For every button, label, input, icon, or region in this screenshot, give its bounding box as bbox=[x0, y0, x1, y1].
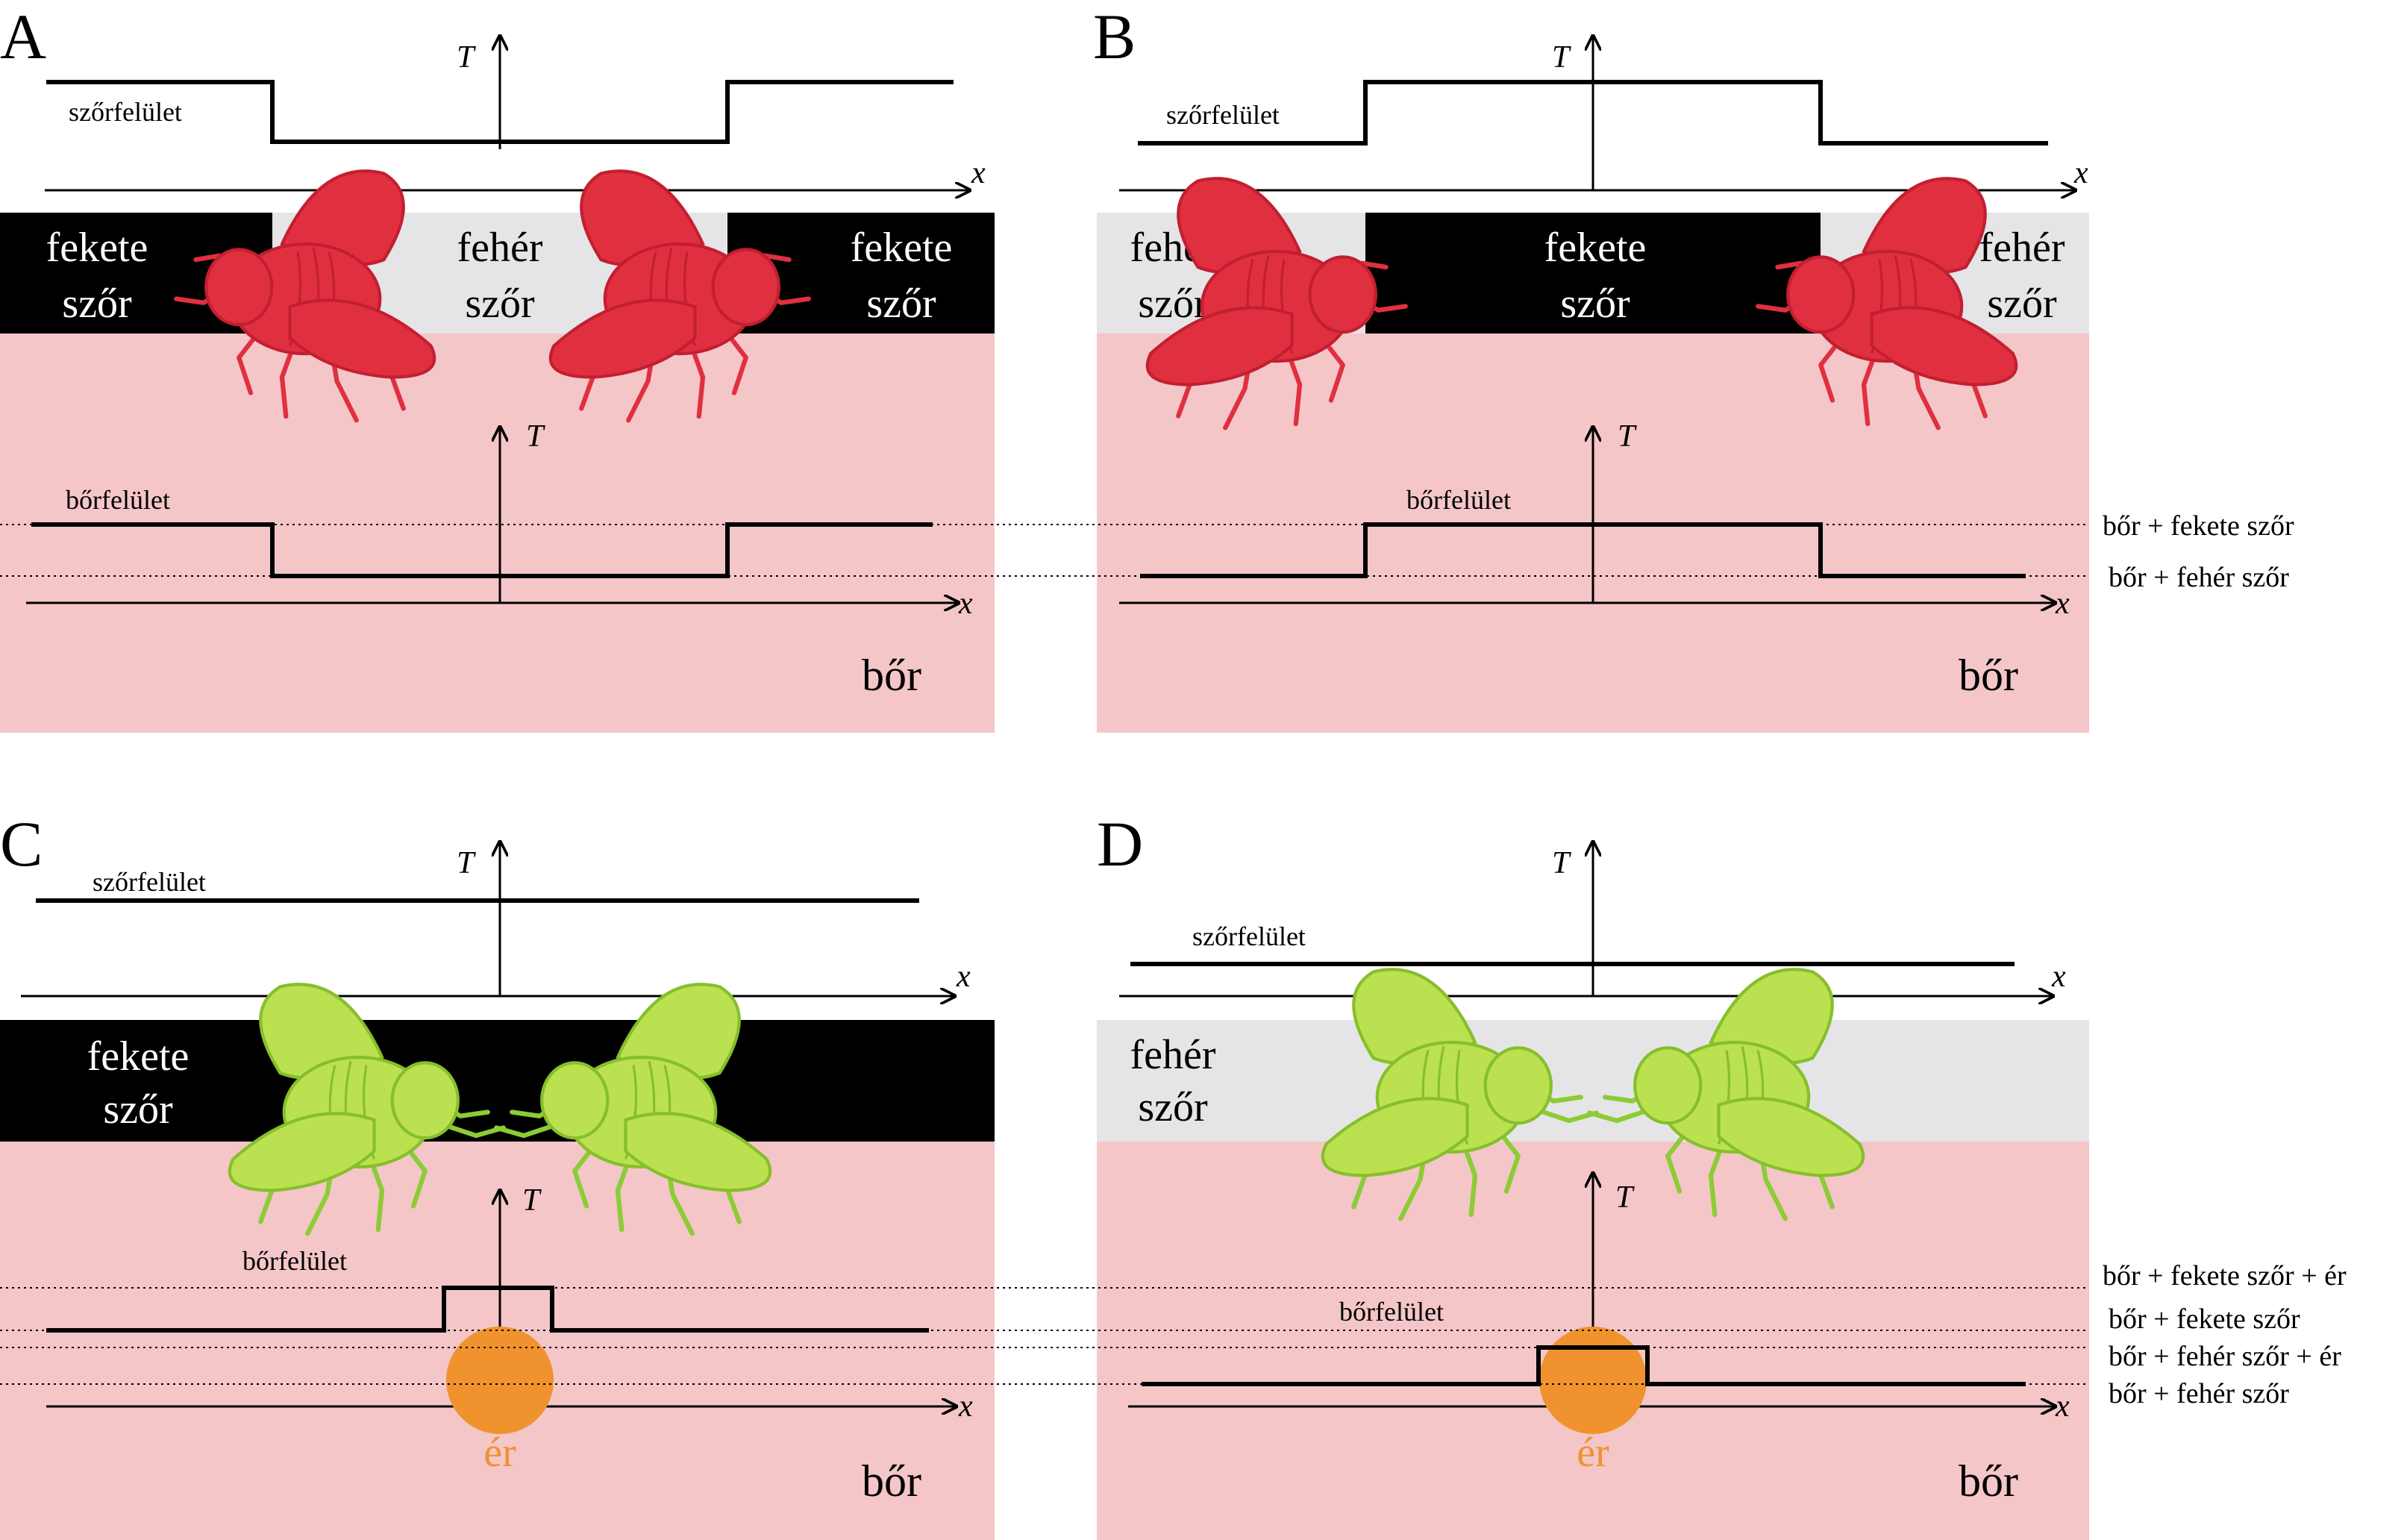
fly-left-icon bbox=[1145, 177, 1408, 431]
x-axis-label: x bbox=[2055, 586, 2070, 621]
panel-letter: A bbox=[0, 1, 46, 72]
region-label: fekete bbox=[87, 1033, 190, 1080]
fly-right-icon bbox=[494, 983, 772, 1236]
skin-surface-label: bőrfelület bbox=[242, 1246, 347, 1276]
fur-surface-label: szőrfelület bbox=[1166, 100, 1280, 130]
skin-temperature-profile bbox=[1142, 1345, 2026, 1386]
reference-level-label: bőr + fehér szőr bbox=[2109, 562, 2289, 593]
panel-letter: C bbox=[0, 808, 43, 880]
region-label: fekete bbox=[1544, 225, 1647, 271]
region-label: fekete bbox=[851, 225, 953, 271]
reference-level-label: bőr + fekete szőr + ér bbox=[2103, 1260, 2347, 1292]
region-label: szőr bbox=[1560, 281, 1630, 327]
skin-surface-label: bőrfelület bbox=[66, 485, 170, 515]
t-axis-label: T bbox=[1615, 1180, 1635, 1215]
skin-block bbox=[0, 334, 995, 733]
x-axis-label: x bbox=[2055, 1389, 2070, 1424]
fur-surface-label: szőrfelület bbox=[93, 867, 206, 897]
region-label: szőr bbox=[1987, 281, 2057, 327]
reference-level-label: bőr + fekete szőr bbox=[2103, 510, 2294, 542]
x-axis-label: x bbox=[956, 960, 971, 994]
reference-level-label: bőr + fehér szőr + ér bbox=[2109, 1341, 2341, 1372]
skin-label: bőr bbox=[1959, 1456, 2018, 1506]
region-label: szőr bbox=[62, 281, 132, 327]
skin-temperature-profile bbox=[1140, 522, 2026, 578]
skin-label: bőr bbox=[1959, 651, 2018, 700]
region-label: fehér bbox=[457, 225, 542, 271]
region-label: fehér bbox=[1130, 1032, 1215, 1078]
fly-right-icon bbox=[1756, 177, 2018, 431]
skin-surface-label: bőrfelület bbox=[1406, 485, 1511, 515]
reference-level-label: bőr + fekete szőr bbox=[2109, 1303, 2300, 1335]
x-axis-label: x bbox=[958, 1389, 973, 1424]
panel-b: B T x szőrfelület fehér szőr fekete szőr… bbox=[1093, 1, 2089, 733]
panel-a: A T x szőrfelület fekete szőr fehér szőr… bbox=[0, 1, 995, 733]
vessel-label: ér bbox=[483, 1430, 516, 1476]
skin-surface-label: bőrfelület bbox=[1339, 1297, 1444, 1327]
vessel-label: ér bbox=[1577, 1430, 1609, 1476]
t-axis-label: T bbox=[457, 40, 476, 75]
skin-label: bőr bbox=[862, 1456, 921, 1506]
t-axis-label: T bbox=[526, 419, 545, 454]
reference-level-label: bőr + fehér szőr bbox=[2109, 1378, 2289, 1409]
reference-lines-bottom: bőr + fekete szőr + ér bőr + fekete szőr… bbox=[0, 1260, 2347, 1409]
region-label: szőr bbox=[866, 281, 936, 327]
panel-d: D T x szőrfelület fehér szőr T x ér bőrf… bbox=[1097, 808, 2089, 1540]
skin-label: bőr bbox=[862, 651, 921, 700]
panel-letter: D bbox=[1097, 808, 1143, 880]
fur-temperature-profile bbox=[46, 80, 954, 144]
fly-right-icon bbox=[548, 169, 811, 423]
region-label: szőr bbox=[1138, 1084, 1208, 1130]
blood-vessel bbox=[1539, 1327, 1647, 1434]
fur-surface-label: szőrfelület bbox=[1192, 921, 1306, 951]
fly-left-icon bbox=[228, 983, 506, 1236]
white-fur-region bbox=[1097, 1020, 2089, 1142]
panel-c: C T x szőrfelület fekete szőr T x ér bőr… bbox=[0, 808, 995, 1540]
fur-surface-label: szőrfelület bbox=[69, 97, 182, 127]
region-label: szőr bbox=[465, 281, 535, 327]
region-label: szőr bbox=[103, 1086, 173, 1133]
x-axis-label: x bbox=[971, 156, 986, 190]
reference-lines-top: bőr + fekete szőr bőr + fehér szőr bbox=[0, 510, 2294, 593]
fly-right-icon bbox=[1587, 968, 1865, 1221]
black-fur-region bbox=[1365, 213, 1821, 334]
black-fur-region bbox=[0, 1020, 995, 1142]
x-axis-label: x bbox=[2073, 156, 2088, 190]
region-label: szőr bbox=[1138, 281, 1208, 327]
fur-temperature-profile bbox=[1138, 80, 2048, 145]
t-axis-label: T bbox=[457, 846, 476, 880]
fly-left-icon bbox=[174, 169, 436, 423]
t-axis-label: T bbox=[522, 1183, 542, 1218]
fly-left-icon bbox=[1321, 968, 1599, 1221]
panel-letter: B bbox=[1093, 1, 1136, 72]
t-axis-label: T bbox=[1618, 419, 1637, 454]
t-axis-label: T bbox=[1552, 40, 1571, 75]
region-label: fehér bbox=[1979, 225, 2065, 271]
t-axis-label: T bbox=[1552, 846, 1571, 880]
skin-temperature-profile bbox=[31, 522, 933, 578]
blood-vessel bbox=[446, 1327, 554, 1434]
x-axis-label: x bbox=[2051, 960, 2066, 994]
region-label: fekete bbox=[46, 225, 148, 271]
x-axis-label: x bbox=[958, 586, 973, 621]
